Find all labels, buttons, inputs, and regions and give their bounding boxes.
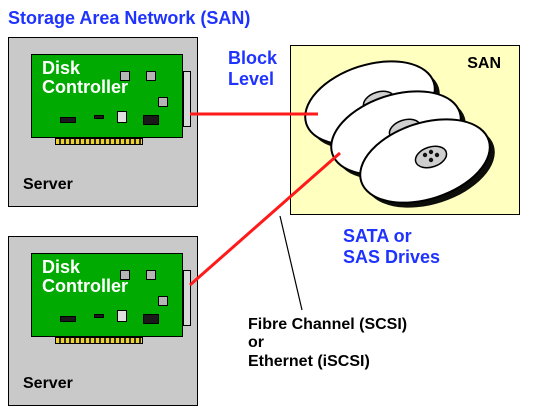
disk-controller-card-2: Disk Controller: [31, 253, 183, 337]
card-chip-1-top-right: [146, 71, 156, 81]
server-box-1: Disk Controller Server: [8, 37, 198, 207]
card-bracket-1: [183, 71, 191, 127]
card-contacts-1: [55, 138, 143, 145]
card-chip-2-lower-right: [143, 314, 159, 324]
san-label: SAN: [467, 55, 501, 72]
card-chip-1-lower-left: [60, 117, 76, 123]
disk-3: [359, 118, 495, 208]
server-box-2: Disk Controller Server: [8, 236, 198, 406]
card-chip-1-lower-middle: [94, 115, 104, 119]
card-chip-2-lower-left: [60, 316, 76, 322]
card-bracket-2: [183, 270, 191, 326]
network-types-label: Fibre Channel (SCSI) or Ethernet (iSCSI): [248, 316, 408, 370]
card-chip-2-right: [158, 296, 168, 306]
card-chip-2-top-right: [146, 270, 156, 280]
callout-line: [279, 215, 303, 311]
card-chip-2-lower-middle: [94, 314, 104, 318]
san-disk-stack: [304, 60, 495, 208]
red-link-bottom: [189, 151, 341, 287]
card-component-1-middle: [117, 111, 127, 123]
card-chip-1-top-left: [120, 71, 130, 81]
card-chip-1-right: [158, 97, 168, 107]
card-component-2-middle: [117, 310, 127, 322]
drive-types-label: SATA or SAS Drives: [343, 226, 441, 267]
disk-controller-label-2: Disk Controller: [42, 257, 129, 297]
card-chip-1-lower-right: [143, 115, 159, 125]
diagram-title: Storage Area Network (SAN): [8, 8, 251, 28]
disk-controller-card-1: Disk Controller: [31, 54, 183, 138]
disk-controller-label-1: Disk Controller: [42, 58, 129, 98]
card-chip-2-top-left: [120, 270, 130, 280]
san-box: SAN: [290, 45, 520, 215]
server-label-2: Server: [23, 375, 73, 392]
block-level-label: Block Level: [228, 48, 278, 89]
card-contacts-2: [55, 337, 143, 344]
server-label-1: Server: [23, 176, 73, 193]
